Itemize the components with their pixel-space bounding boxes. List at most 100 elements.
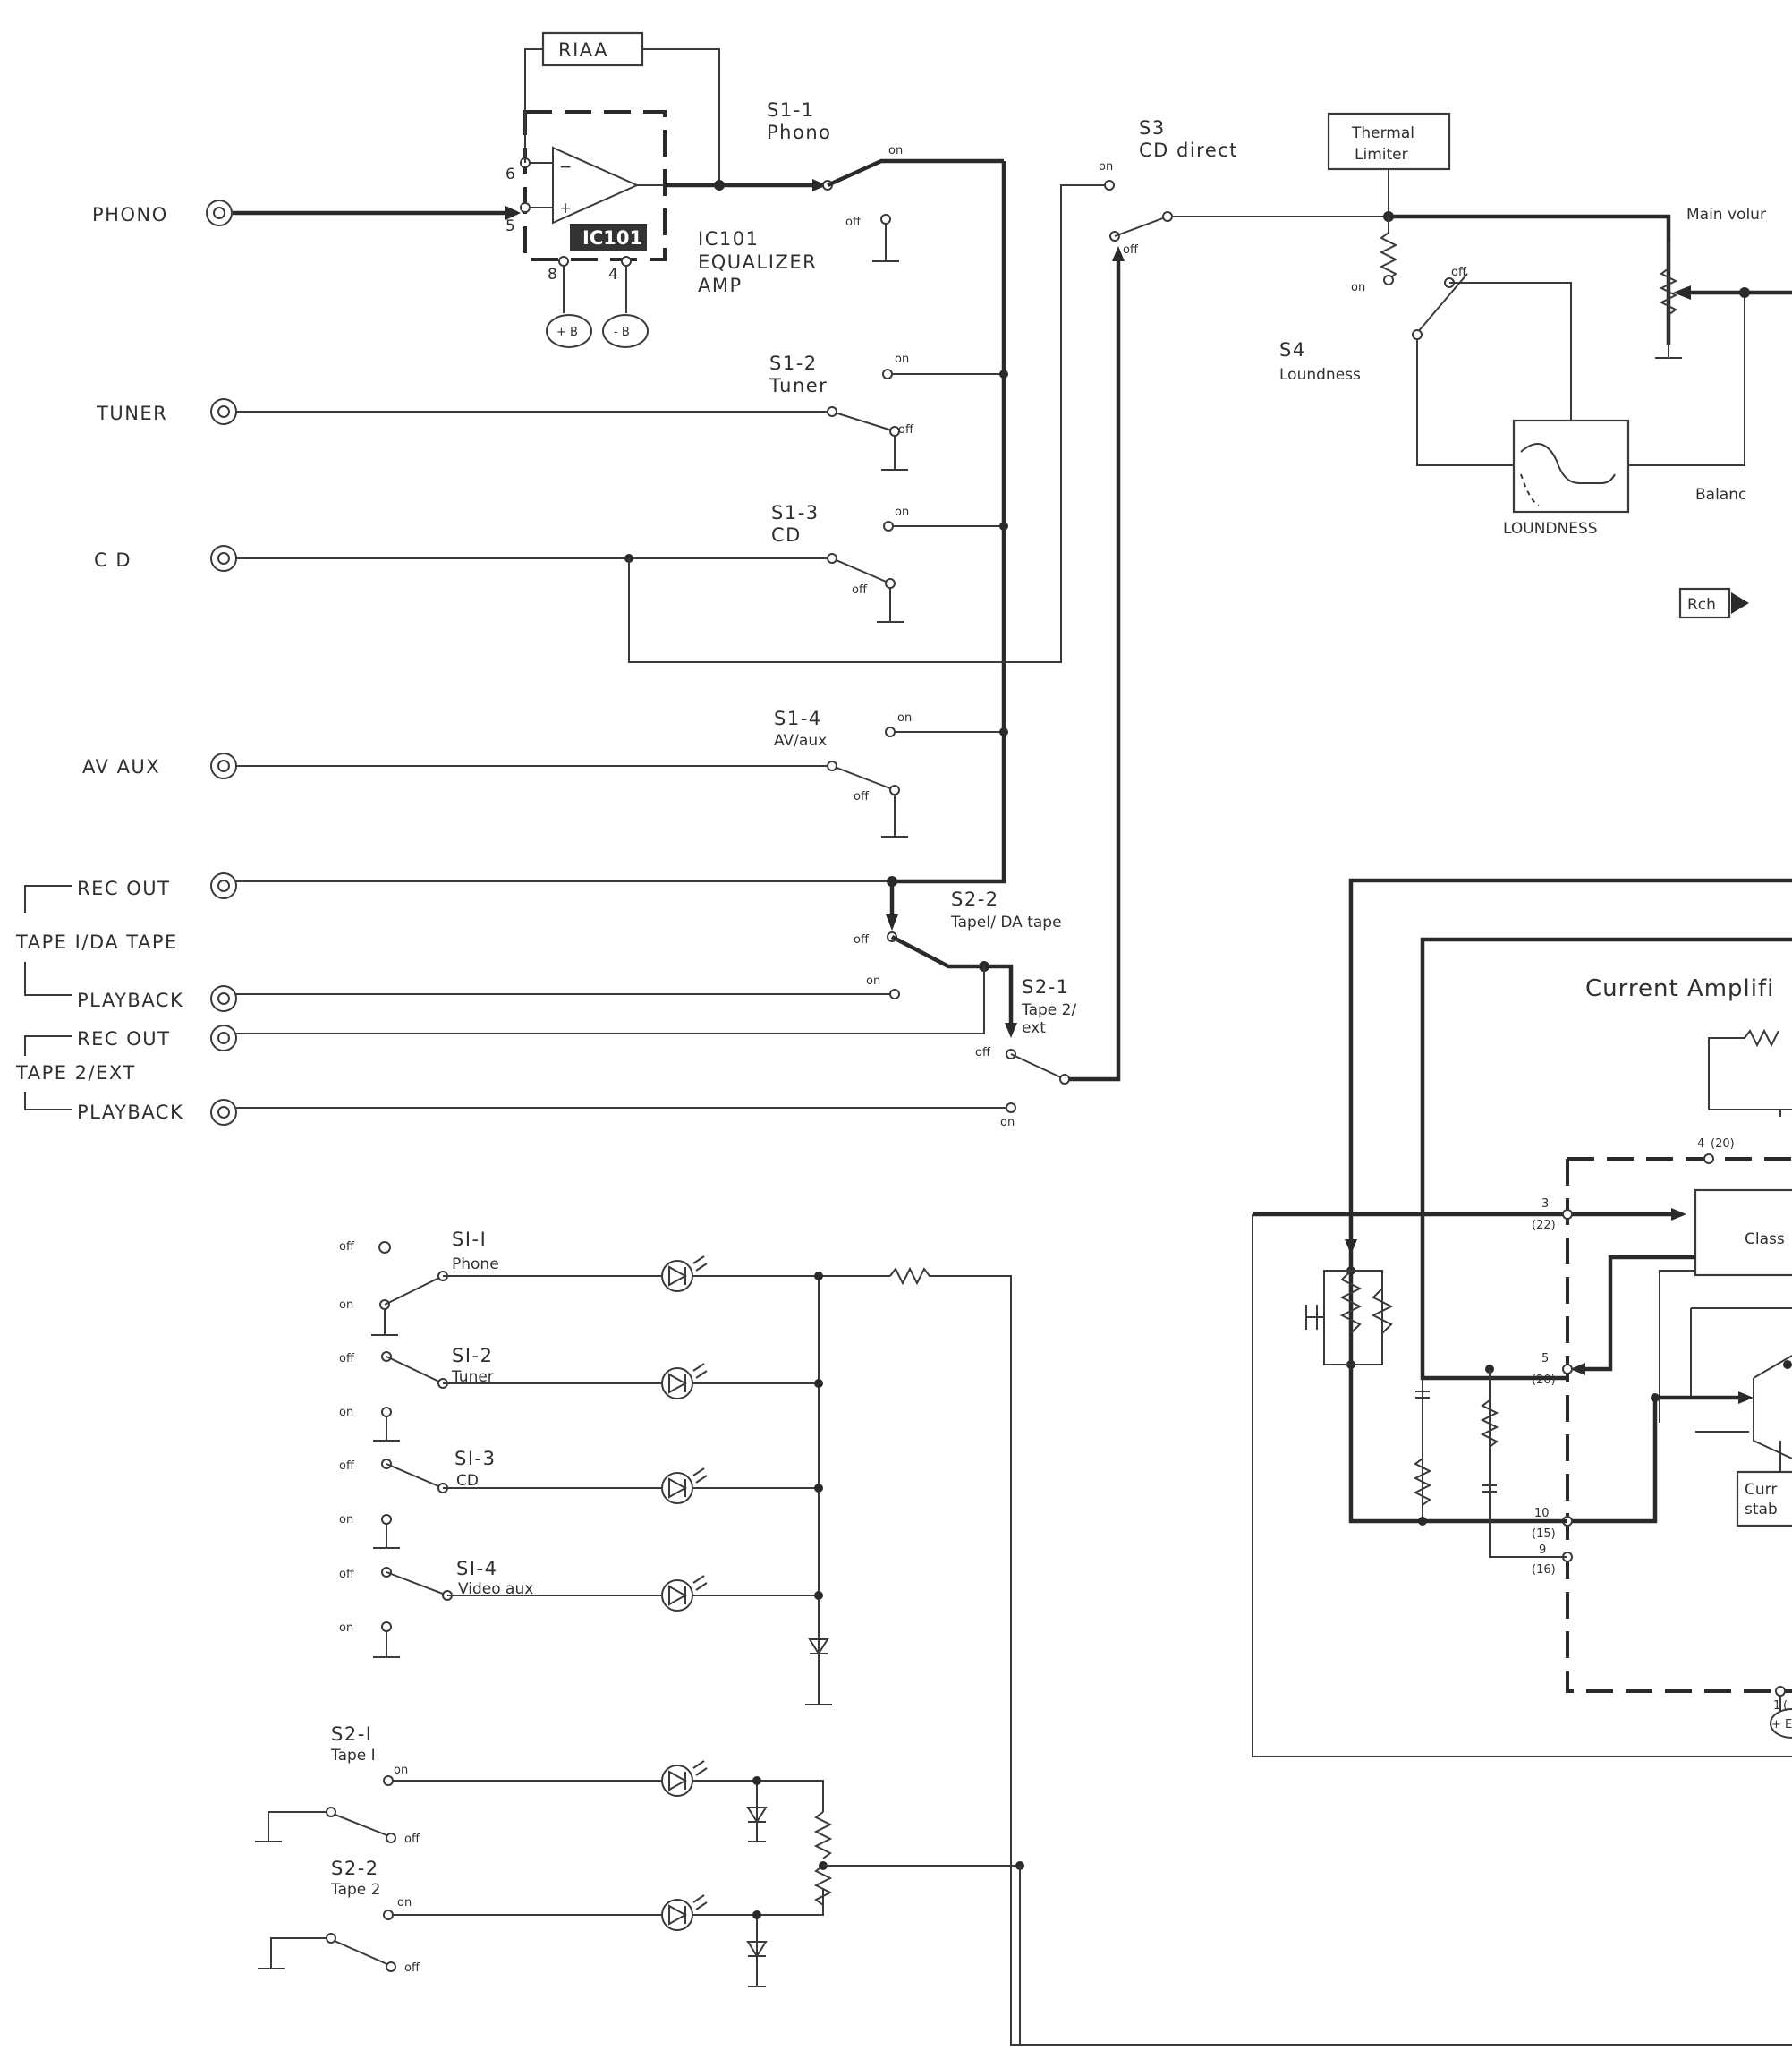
s2-1-off: off [975, 1046, 991, 1059]
s4-name: Loundness [1279, 366, 1361, 384]
loudness-resistor [1379, 217, 1398, 281]
loudness-curve-dash [1520, 473, 1540, 506]
s3-blade [1114, 216, 1389, 237]
riaa-box [541, 31, 644, 67]
s4-off-trace [1449, 282, 1572, 421]
label-tape2-ext: TAPE 2/EXT [15, 1062, 136, 1084]
s1-4-on: on [897, 711, 912, 725]
led-diode [808, 1638, 829, 1655]
s1-1-name: Phono [767, 122, 831, 143]
ic101-desc-3: AMP [698, 275, 743, 296]
cd-direct-link [628, 184, 1109, 663]
s2-2-name: TapeI/ DA tape [950, 914, 1062, 931]
tape-led-common [692, 1780, 824, 1969]
s1-2-name: Tuner [769, 375, 828, 396]
ic101-label: IC101 [582, 227, 642, 249]
main-signal-trace [1389, 214, 1671, 345]
led-s2-1-off: off [404, 1833, 420, 1846]
amp-output-trace [1348, 1253, 1567, 1524]
cd-trace [236, 557, 891, 584]
tuner-trace [236, 411, 896, 432]
s1-1-id: S1-1 [767, 99, 815, 121]
amp-pin-10-alt: (15) [1532, 1527, 1556, 1541]
label-rec-out-2: REC OUT [77, 1028, 170, 1050]
label-playback-1: PLAYBACK [77, 990, 183, 1011]
led-6 [661, 1894, 708, 1931]
ic101-desc-2: EQUALIZER [698, 251, 817, 273]
amp-pin-10: 10 [1534, 1507, 1550, 1520]
riaa-feedback [524, 48, 720, 185]
s1-2-id: S1-2 [769, 353, 818, 374]
amp-pin-4: 4 [1697, 1137, 1704, 1151]
plus-b: + B [556, 326, 578, 339]
curr-stab-1: Curr [1745, 1481, 1777, 1499]
led-s2-1-on: on [394, 1764, 408, 1777]
led-s1-1-blade [384, 1275, 444, 1306]
amp-pin-5: 5 [1541, 1352, 1549, 1365]
loudness-label: LOUNDNESS [1503, 520, 1598, 538]
led-s1-2-id: SI-2 [452, 1345, 493, 1366]
led-s2-1-blade [268, 1811, 390, 1842]
class-label: Class [1745, 1230, 1785, 1248]
s2-1-name-2: ext [1022, 1019, 1046, 1037]
opamp-pins [525, 162, 664, 208]
s2-1-name-1: Tape 2/ [1021, 1001, 1076, 1019]
amp-outer-loop [1252, 1214, 1792, 1757]
led-s1-1-name: Phone [452, 1255, 499, 1273]
label-tuner: TUNER [96, 403, 167, 424]
jack-phono [206, 200, 233, 226]
jack-rec-out-1 [210, 872, 237, 899]
current-amplifier-section: Current Amplifi 4 (20) 3 (22) Class 5 (2… [1252, 878, 1792, 1757]
rec-out-2-trace [236, 966, 985, 1034]
jack-playback-1 [210, 985, 237, 1012]
s2-1-blade [1010, 1053, 1066, 1080]
led-rows [443, 1275, 662, 1596]
label-rec-out-1: REC OUT [77, 878, 170, 899]
led-4 [661, 1575, 708, 1612]
av-aux-trace [236, 765, 896, 791]
pin-8: 8 [548, 266, 557, 284]
curr-stab-2: stab [1745, 1501, 1778, 1518]
s4-on: on [1351, 281, 1365, 294]
equalizer-amp: − + IC101 6 5 8 4 + B - B RIAA IC101 EQU… [233, 31, 827, 348]
thermal-limiter-box [1327, 112, 1451, 171]
amp-cap-1 [1415, 1378, 1430, 1521]
s1-2-on: on [895, 353, 909, 366]
main-volume-label: Main volur [1686, 206, 1766, 224]
s2-1-on: on [1000, 1116, 1015, 1129]
led-s1-2-off: off [339, 1352, 355, 1365]
led-s1-3-id: SI-3 [454, 1448, 496, 1469]
jack-tuner [210, 398, 237, 425]
opamp-symbol [552, 146, 640, 225]
amp-pin-5-alt: (20) [1532, 1374, 1556, 1387]
jack-cd [210, 545, 237, 572]
led-s1-4-blade [386, 1571, 448, 1596]
led-s1-4-id: SI-4 [456, 1558, 497, 1579]
s2-2-id: S2-2 [951, 889, 999, 910]
s1-1-on: on [888, 144, 903, 157]
led-s1-2-on: on [339, 1406, 353, 1419]
led-s1-1-off: off [339, 1240, 355, 1254]
s1-4-id: S1-4 [774, 708, 822, 729]
label-av-aux: AV AUX [82, 756, 160, 778]
ic101-desc-1: IC101 [698, 228, 759, 250]
tape-diode-1 [746, 1807, 768, 1842]
label-cd: C D [94, 549, 132, 571]
label-phono: PHONO [92, 204, 168, 225]
output-network [1323, 1270, 1383, 1365]
amp-opamp [1753, 1355, 1792, 1459]
current-stab-block [1736, 1470, 1792, 1527]
loudness-out [1628, 291, 1745, 466]
volume-section: Thermal Limiter on off S4 Loundness LOUN… [1279, 112, 1792, 619]
amp-feedback-trace [1420, 937, 1792, 1381]
amp-plus-b: + E [1771, 1718, 1792, 1731]
s2-1-id: S2-1 [1022, 976, 1070, 998]
led-s2-2-on: on [397, 1896, 412, 1910]
tape-diode-2 [746, 1941, 768, 1987]
pin-4: 4 [608, 266, 618, 284]
led-5 [661, 1760, 708, 1797]
led-s1-2-blade [386, 1356, 444, 1384]
jack-rec-out-2 [210, 1025, 237, 1051]
led-1 [661, 1255, 708, 1292]
led-s2-1-name: Tape I [330, 1747, 376, 1765]
